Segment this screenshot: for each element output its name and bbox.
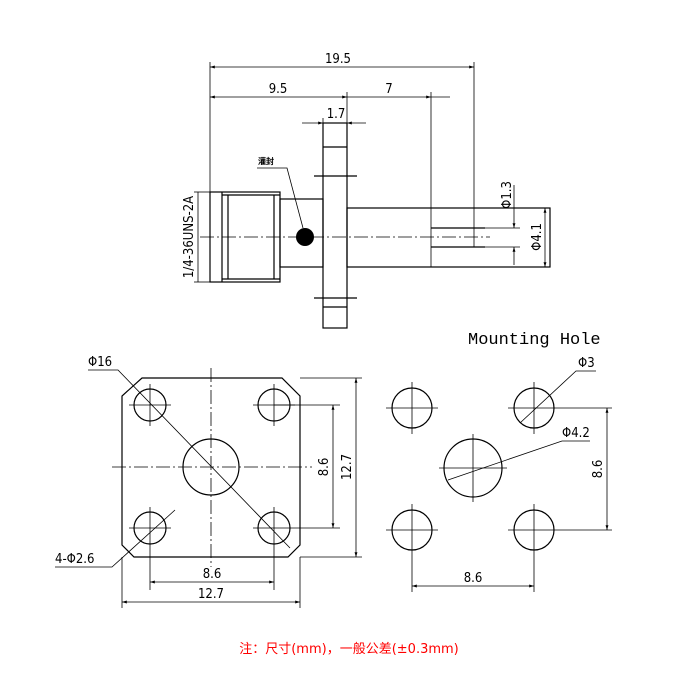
hole-spacing-h-label: 8.6 [203,567,222,582]
flange [314,122,357,329]
pin-diameter-label: Φ1.3 [500,181,515,209]
spacing-h-label: 8.6 [464,571,483,586]
mounting-holes [133,388,291,545]
spacing-v-label: 8.6 [591,460,606,479]
potting-dot [296,228,314,246]
size-v-label: 12.7 [340,454,355,480]
shaft-diameter-label: Φ4.1 [530,223,545,251]
dim-rear-length-label: 7 [385,82,392,97]
rear-shaft [346,207,551,268]
side-view: 19.5 9.5 7 1.7 [182,52,551,329]
dim-overall-length-label: 19.5 [325,52,351,67]
mounting-hole-view: Mounting Hole Φ3 Φ4.2 8.6 8.6 [386,331,612,592]
holes-label: 4-Φ2.6 [55,552,94,567]
center-diameter-label: Φ16 [88,355,112,370]
mounting-hole-title: Mounting Hole [468,331,601,350]
size-h-label: 12.7 [198,587,224,602]
potting-label: 灌封 [258,156,274,166]
thread-label: 1/4-36UNS-2A [182,196,197,278]
dim-front-length-label: 9.5 [269,82,288,97]
flange-outline [121,377,301,558]
dim-flange-thickness-label: 1.7 [327,107,346,122]
hole-diameter-label: Φ3 [578,356,595,371]
tolerance-note: 注：尺寸(mm)，一般公差(±0.3mm) [239,641,459,657]
front-view: Φ16 4-Φ2.6 8.6 12.7 8.6 12.7 [55,355,362,608]
center-hole-diameter-label: Φ4.2 [562,426,590,441]
hole-spacing-v-label: 8.6 [317,458,332,477]
